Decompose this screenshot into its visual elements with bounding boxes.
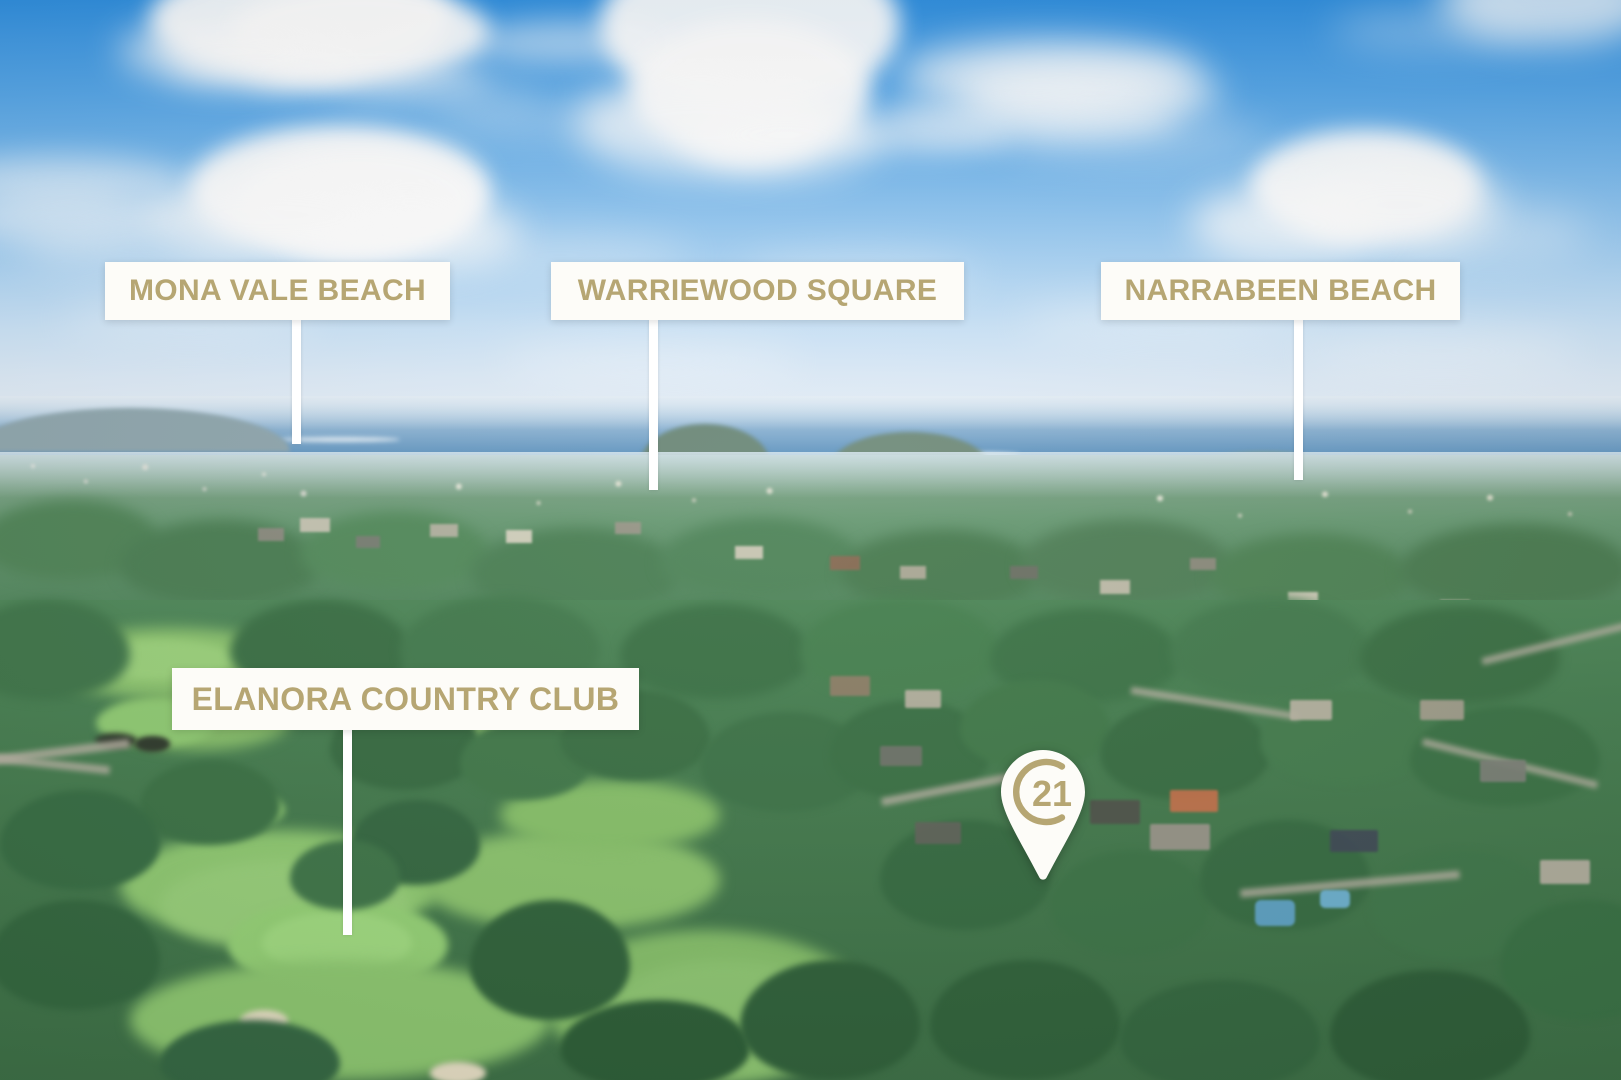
cloud [330, 78, 540, 108]
tree-cluster [1120, 980, 1320, 1080]
house-roof [1100, 580, 1130, 594]
house-roof [880, 746, 922, 766]
house-roof [506, 530, 532, 543]
callout-label-warriewood-square: WARRIEWOOD SQUARE [577, 274, 938, 307]
house-roof [430, 524, 458, 537]
tree-cluster [1050, 850, 1210, 955]
cloud [1330, 10, 1530, 50]
house-roof [905, 690, 941, 708]
tree-cluster [1410, 706, 1600, 806]
tree-cluster [620, 604, 810, 699]
tree-cluster [0, 790, 160, 890]
tree-cluster [1360, 606, 1560, 704]
tree-cluster [740, 960, 920, 1080]
callout-box-warriewood-square[interactable]: WARRIEWOOD SQUARE [551, 262, 964, 320]
tree-cluster [1100, 700, 1270, 800]
house-roof [1420, 700, 1464, 720]
callout-box-narrabeen-beach[interactable]: NARRABEEN BEACH [1101, 262, 1460, 320]
callout-stem-mona-vale-beach [292, 320, 301, 444]
house-roof [1330, 830, 1378, 852]
house-roof [830, 556, 860, 570]
tree-cluster [1170, 598, 1370, 698]
callout-stem-elanora-country-club [343, 730, 352, 935]
surf-line [280, 437, 400, 442]
cloud [1190, 185, 1380, 263]
callout-label-narrabeen-beach: NARRABEEN BEACH [1124, 274, 1437, 307]
house-roof [915, 822, 961, 844]
tree-cluster [140, 760, 280, 845]
century-21-c-mark [1013, 758, 1066, 826]
bunker [430, 1062, 486, 1080]
distant-suburb [400, 470, 820, 525]
house-roof [1010, 566, 1038, 579]
house-roof [356, 536, 380, 548]
cloud [470, 20, 670, 65]
cloud [430, 100, 660, 138]
cloud [300, 195, 520, 270]
callout-stem-warriewood-square [649, 320, 658, 490]
callout-label-mona-vale-beach: MONA VALE BEACH [128, 274, 427, 307]
tree-cluster [1260, 690, 1430, 785]
house-roof [300, 518, 330, 532]
tree-cluster [840, 530, 1040, 610]
bunker [138, 738, 168, 750]
century-21-map-pin[interactable]: 21 [998, 748, 1088, 882]
house-roof [1170, 790, 1218, 812]
callout-label-elanora-country-club: ELANORA COUNTRY CLUB [191, 681, 620, 717]
tree-cluster [470, 900, 630, 1020]
callout-box-mona-vale-beach[interactable]: MONA VALE BEACH [105, 262, 450, 320]
tree-cluster [660, 518, 860, 600]
house-roof [1480, 760, 1526, 782]
house-roof [735, 546, 763, 559]
cloud [1000, 120, 1270, 160]
house-roof [1190, 558, 1216, 570]
tree-cluster [0, 900, 160, 1010]
callout-stem-narrabeen-beach [1294, 320, 1303, 480]
tree-cluster [1330, 970, 1530, 1080]
map-pin-shape [1001, 750, 1085, 880]
tree-cluster [120, 520, 320, 605]
tree-cluster [1400, 524, 1621, 610]
tree-cluster [930, 960, 1120, 1080]
house-roof [258, 528, 284, 541]
cloud [250, 62, 490, 96]
house-roof [615, 522, 641, 534]
tree-cluster [560, 1000, 750, 1080]
swimming-pool [1320, 890, 1350, 908]
swimming-pool [1255, 900, 1295, 926]
horizon-haze [0, 396, 1621, 430]
cloud [0, 190, 180, 245]
callout-box-elanora-country-club[interactable]: ELANORA COUNTRY CLUB [172, 668, 639, 730]
house-roof [830, 676, 870, 696]
house-roof [1540, 860, 1590, 884]
cloud [1300, 330, 1580, 372]
house-roof [900, 566, 926, 579]
map-pin-number: 21 [1032, 773, 1072, 814]
tree-cluster [300, 512, 490, 590]
house-roof [1150, 824, 1210, 850]
cloud [1390, 205, 1590, 260]
cloud [830, 120, 1010, 154]
house-roof [1290, 700, 1332, 720]
house-roof [1090, 800, 1140, 824]
